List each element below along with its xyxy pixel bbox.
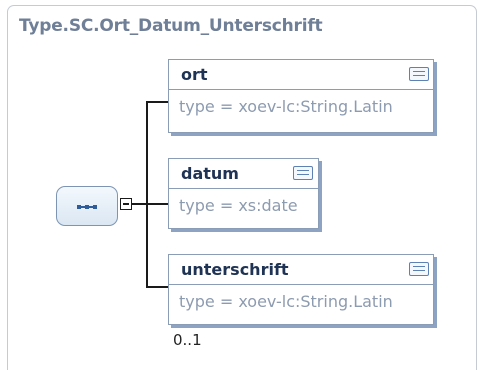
- element-type: type = xs:date: [179, 196, 298, 215]
- element-header: datum: [169, 159, 318, 189]
- element-name: unterschrift: [181, 260, 289, 279]
- connector-line: [146, 101, 148, 287]
- documentation-icon[interactable]: [409, 262, 429, 276]
- element-type: type = xoev-lc:String.Latin: [179, 292, 393, 311]
- connector-line: [146, 286, 168, 288]
- element-box-unterschrift[interactable]: unterschrift type = xoev-lc:String.Latin: [168, 254, 434, 325]
- element-header: unterschrift: [169, 255, 433, 285]
- connector-line: [146, 101, 168, 103]
- element-name: datum: [181, 164, 239, 183]
- connector-line: [146, 203, 168, 205]
- element-box-datum[interactable]: datum type = xs:date: [168, 158, 319, 229]
- element-box-ort[interactable]: ort type = xoev-lc:String.Latin: [168, 59, 434, 133]
- diagram-title: Type.SC.Ort_Datum_Unterschrift: [19, 16, 323, 36]
- documentation-icon[interactable]: [409, 67, 429, 81]
- connector-line: [132, 203, 147, 205]
- cardinality-label: 0..1: [173, 331, 202, 349]
- element-header: ort: [169, 60, 433, 90]
- minus-icon[interactable]: [120, 198, 132, 210]
- sequence-compositor[interactable]: [56, 186, 118, 226]
- element-type: type = xoev-lc:String.Latin: [179, 97, 393, 116]
- element-name: ort: [181, 65, 208, 84]
- documentation-icon[interactable]: [293, 166, 313, 180]
